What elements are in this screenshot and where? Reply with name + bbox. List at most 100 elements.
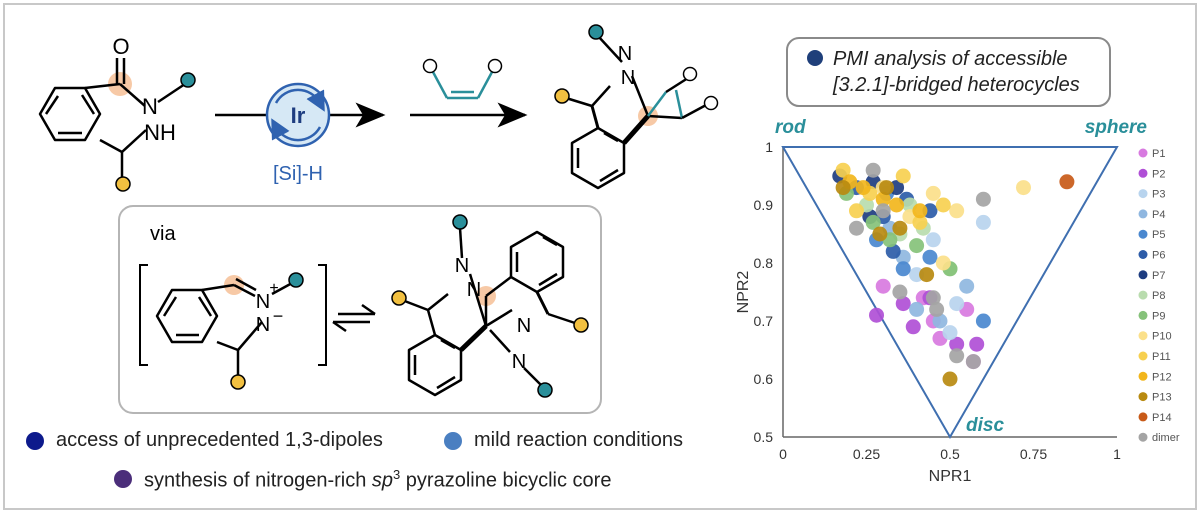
atom-n-plus: N: [256, 291, 270, 313]
y-axis-label: NPR2: [735, 271, 752, 314]
bullet-text-dipoles: access of unprecedented 1,3-dipoles: [56, 429, 383, 451]
data-point-p10: [949, 203, 965, 219]
data-point-p4: [932, 313, 948, 329]
pmi-triangle: [781, 146, 1119, 440]
data-point-dimer: [975, 191, 991, 207]
equilibrium-arrows: [332, 303, 376, 333]
data-point-p11: [935, 197, 951, 213]
legend-label-dimer: dimer: [1152, 432, 1180, 444]
y-tick-label: 0.5: [754, 429, 774, 445]
legend-label-p1: P1: [1152, 148, 1165, 160]
data-point-p3: [925, 232, 941, 248]
plus-charge: +: [269, 280, 278, 297]
legend-marker-p9: [1138, 310, 1148, 320]
data-point-p4: [909, 301, 925, 317]
bullet-dot-core: [114, 470, 132, 488]
data-point-dimer: [875, 203, 891, 219]
data-point-p10: [1015, 180, 1031, 196]
azomethine-imine: [155, 275, 295, 378]
legend-label-p11: P11: [1152, 351, 1171, 363]
atom-n-minus: N: [256, 314, 270, 336]
x-axis-label: NPR1: [929, 468, 972, 485]
data-point-p6: [885, 243, 901, 259]
dimer-teal-dot-bottom: [537, 382, 553, 398]
y-tick-label: 0.8: [754, 255, 774, 271]
data-point-p12: [855, 180, 871, 196]
x-tick-label: 0.75: [1020, 446, 1047, 462]
bullet-core-sup: 3: [393, 467, 401, 482]
data-point-p1: [875, 278, 891, 294]
data-point-p12: [889, 197, 905, 213]
data-point-dimer: [865, 162, 881, 178]
product-atom-n-top: N: [618, 43, 632, 65]
legend-marker-p13: [1138, 392, 1148, 402]
dimer-teal-dot-top: [452, 214, 468, 230]
y-tick-label: 1: [765, 139, 773, 155]
dimer-atom-n-4: N: [512, 351, 526, 373]
data-point-p13: [919, 267, 935, 283]
data-point-dimer: [925, 290, 941, 306]
data-point-p10: [925, 185, 941, 201]
intermediate-box: [118, 205, 602, 414]
data-point-p12: [875, 191, 891, 207]
legend-label-p8: P8: [1152, 290, 1165, 302]
teal-substituent-dot: [180, 72, 196, 88]
alkene-substituent-dot-left: [422, 58, 438, 74]
bullet-text-conditions: mild reaction conditions: [474, 429, 683, 451]
legend-marker-p6: [1138, 250, 1148, 259]
dimer-atom-n-1: N: [455, 255, 469, 277]
legend-marker-p14: [1138, 412, 1148, 422]
pmi-title-line2: [3.2.1]-bridged heterocycles: [832, 74, 1080, 96]
data-point-p11: [848, 203, 864, 219]
data-point-dimer: [929, 301, 945, 317]
data-point-p13: [872, 226, 888, 242]
legend-label-p7: P7: [1152, 270, 1165, 282]
data-point-p3: [942, 325, 958, 341]
silane-reagent-label: [Si]-H: [273, 163, 323, 185]
data-point-p13: [835, 180, 851, 196]
legend-label-p2: P2: [1152, 168, 1165, 180]
data-point-p5: [975, 313, 991, 329]
data-point-dimer: [965, 354, 981, 370]
data-point-p11: [835, 162, 851, 178]
y-tick-label: 0.6: [754, 371, 774, 387]
product-white-dot-bottom: [703, 95, 719, 111]
bullet-core-em: sp: [371, 469, 394, 492]
data-point-p3: [975, 214, 991, 230]
y-tick-label: 0.9: [754, 197, 774, 213]
minus-charge: −: [273, 306, 284, 326]
x-tick-label: 0: [779, 446, 787, 462]
dimer-atom-n-2: N: [467, 279, 481, 301]
product-teal-dot: [588, 24, 604, 40]
bullet-dot-dipoles: [26, 432, 44, 450]
intermediate-benzene-ring: [155, 288, 219, 344]
data-point-p10: [935, 255, 951, 271]
catalyst-cycle-arrow-top: [274, 88, 325, 112]
bullet-text-core: synthesis of nitrogen-rich sp3 pyrazolin…: [144, 467, 611, 493]
bullet-dot-conditions: [444, 432, 462, 450]
data-point-dimer: [949, 348, 965, 364]
dimer-structure: [401, 227, 579, 397]
dimer-yellow-dot-left: [391, 290, 407, 306]
data-point-dimer: [848, 220, 864, 236]
catalyst-cycle-arrow-bottom: [271, 118, 322, 142]
legend-marker-p8: [1138, 290, 1148, 300]
product-white-dot-top: [682, 66, 698, 82]
yellow-substituent-dot: [115, 176, 131, 192]
atom-n: N: [142, 94, 158, 119]
y-tick-label: 0.7: [754, 313, 774, 329]
legend-marker-dimer: [1138, 432, 1148, 442]
pmi-title-line1: PMI analysis of accessible: [833, 48, 1068, 70]
corner-label-sphere: sphere: [1085, 117, 1148, 138]
data-point-p11: [912, 214, 928, 230]
legend-marker-p7: [1138, 270, 1148, 280]
alkene-reagent: [431, 71, 494, 100]
catalyst-label: Ir: [291, 103, 306, 128]
legend-marker-p4: [1138, 209, 1148, 219]
product-atom-n-bottom: N: [621, 67, 635, 89]
bicyclic-product: [565, 35, 709, 190]
data-point-p12: [912, 203, 928, 219]
data-point-p13: [879, 180, 895, 196]
bullet-core-post: pyrazoline bicyclic core: [400, 469, 612, 492]
